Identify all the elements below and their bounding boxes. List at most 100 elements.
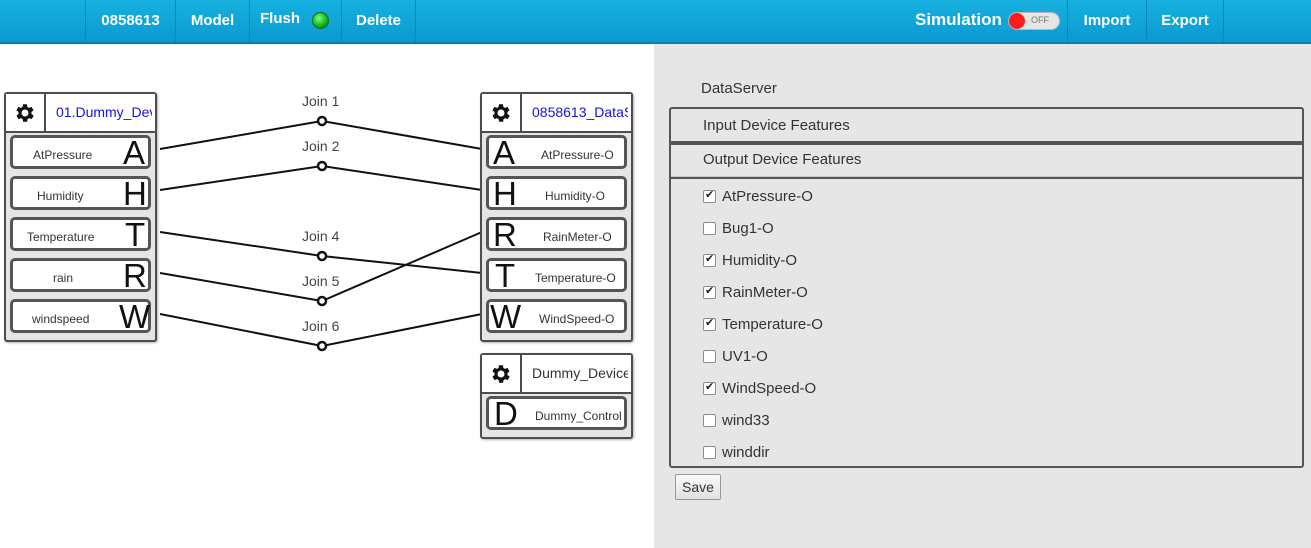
gear-icon[interactable] — [482, 94, 522, 131]
join-6-line-right — [321, 313, 483, 347]
feature-name: AtPressure-O — [541, 148, 614, 162]
feature-name: windspeed — [32, 312, 90, 326]
checkbox[interactable] — [703, 446, 716, 459]
device-header: 0858613_DataServer — [482, 94, 631, 133]
input-device-name[interactable]: 01.Dummy_Device — [56, 104, 152, 120]
toggle-knob-icon — [1009, 13, 1025, 29]
output-feature-atpressure[interactable]: A AtPressure-O — [486, 135, 627, 169]
gear-icon[interactable] — [482, 355, 522, 392]
model-button[interactable]: Model — [175, 0, 249, 42]
checkbox-label: RainMeter-O — [722, 284, 808, 301]
join-1-node[interactable] — [316, 115, 328, 127]
checkbox-label: Humidity-O — [722, 252, 798, 269]
join-1-line-right — [321, 120, 483, 150]
output-feature-rainmeter[interactable]: R RainMeter-O — [486, 217, 627, 251]
checkbox[interactable]: ✔ — [703, 189, 716, 203]
feature-letter: T — [125, 216, 146, 253]
checkmark-icon: ✔ — [705, 189, 715, 201]
control-device-block[interactable]: Dummy_Device D Dummy_Control — [480, 353, 633, 439]
join-5-node[interactable] — [316, 295, 328, 307]
model-canvas: Join 1 Join 2 Join 4 Join 5 Join 6 01.Du… — [0, 44, 654, 548]
checkbox-label: wind33 — [722, 412, 770, 429]
control-feature-dummy-control[interactable]: D Dummy_Control — [486, 396, 627, 430]
checkbox[interactable] — [703, 414, 716, 427]
feature-name: WindSpeed-O — [539, 312, 615, 326]
join-6-label[interactable]: Join 6 — [302, 318, 340, 334]
checkmark-icon: ✔ — [705, 253, 715, 265]
output-device-block[interactable]: 0858613_DataServer A AtPressure-O H Humi… — [480, 92, 633, 342]
checkbox-label: WindSpeed-O — [722, 380, 817, 397]
join-2-label[interactable]: Join 2 — [302, 138, 340, 154]
toggle-state-label: OFF — [1031, 15, 1049, 25]
checkbox[interactable] — [703, 222, 716, 235]
checkbox[interactable] — [703, 350, 716, 363]
delete-button[interactable]: Delete — [341, 0, 416, 42]
input-device-block[interactable]: 01.Dummy_Device AtPressure A Humidity H … — [4, 92, 157, 342]
output-features-header[interactable]: Output Device Features — [671, 143, 1302, 177]
checkbox-label: winddir — [722, 444, 770, 461]
feature-letter: W — [490, 298, 522, 335]
flush-button[interactable]: Flush — [249, 0, 341, 42]
checkmark-icon: ✔ — [705, 381, 715, 393]
output-feature-windspeed[interactable]: W WindSpeed-O — [486, 299, 627, 333]
output-features-list: ✔ AtPressure-O Bug1-O ✔ Humidity-O ✔ Rai… — [671, 177, 1302, 461]
feature-name: rain — [53, 271, 74, 285]
join-1-label[interactable]: Join 1 — [302, 93, 340, 109]
input-feature-windspeed[interactable]: windspeed W — [10, 299, 151, 333]
feature-letter: H — [493, 175, 517, 212]
input-feature-humidity[interactable]: Humidity H — [10, 176, 151, 210]
join-1-line-left — [159, 120, 323, 150]
feature-letter: R — [493, 216, 517, 253]
output-features-accordion[interactable]: Output Device Features ✔ AtPressure-O Bu… — [669, 141, 1304, 468]
simulation-toggle[interactable]: OFF — [1008, 12, 1060, 30]
join-4-label[interactable]: Join 4 — [302, 228, 340, 244]
checkbox[interactable]: ✔ — [703, 253, 716, 267]
checkbox-label: UV1-O — [722, 348, 768, 365]
import-button[interactable]: Import — [1067, 0, 1146, 42]
gear-icon[interactable] — [6, 94, 46, 131]
join-4-line-right — [321, 255, 483, 274]
checkbox-label: Temperature-O — [722, 316, 823, 333]
device-header: 01.Dummy_Device — [6, 94, 155, 133]
control-device-name[interactable]: Dummy_Device — [532, 365, 628, 381]
feature-name: Temperature — [27, 230, 95, 244]
device-feature-panel: DataServer Input Device Features Output … — [654, 44, 1311, 548]
feature-name: Humidity-O — [545, 189, 606, 203]
panel-title: DataServer — [701, 80, 777, 97]
checkmark-icon: ✔ — [705, 317, 715, 329]
input-feature-temperature[interactable]: Temperature T — [10, 217, 151, 251]
join-lines — [159, 115, 483, 352]
input-features-accordion[interactable]: Input Device Features — [669, 107, 1304, 145]
simulation-label: Simulation — [915, 10, 1002, 29]
checkbox[interactable]: ✔ — [703, 285, 716, 299]
join-6-line-left — [159, 313, 323, 347]
save-button[interactable]: Save — [675, 474, 721, 500]
checkbox-label: AtPressure-O — [722, 188, 813, 205]
feature-name: Dummy_Control — [535, 409, 622, 423]
input-feature-rain[interactable]: rain R — [10, 258, 151, 292]
join-6-node[interactable] — [316, 340, 328, 352]
output-device-name[interactable]: 0858613_DataServer — [532, 104, 628, 120]
join-5-line-right — [321, 231, 483, 302]
project-id-button[interactable]: 0858613 — [85, 0, 175, 42]
export-button[interactable]: Export — [1146, 0, 1224, 42]
join-2-line-left — [159, 165, 323, 191]
flush-label: Flush — [260, 10, 300, 27]
feature-letter: W — [119, 298, 151, 335]
checkbox[interactable]: ✔ — [703, 317, 716, 331]
output-feature-humidity[interactable]: H Humidity-O — [486, 176, 627, 210]
input-features-header[interactable]: Input Device Features — [671, 109, 1302, 143]
feature-name: RainMeter-O — [543, 230, 612, 244]
feature-letter: H — [123, 175, 147, 212]
join-2-node[interactable] — [316, 160, 328, 172]
feature-letter: D — [494, 395, 518, 432]
feature-letter: A — [123, 134, 146, 171]
checkbox-label: Bug1-O — [722, 220, 774, 237]
feature-name: Temperature-O — [535, 271, 616, 285]
join-5-label[interactable]: Join 5 — [302, 273, 340, 289]
device-header: Dummy_Device — [482, 355, 631, 394]
output-feature-temperature[interactable]: T Temperature-O — [486, 258, 627, 292]
checkbox[interactable]: ✔ — [703, 381, 716, 395]
input-feature-atpressure[interactable]: AtPressure A — [10, 135, 151, 169]
join-4-node[interactable] — [316, 250, 328, 262]
